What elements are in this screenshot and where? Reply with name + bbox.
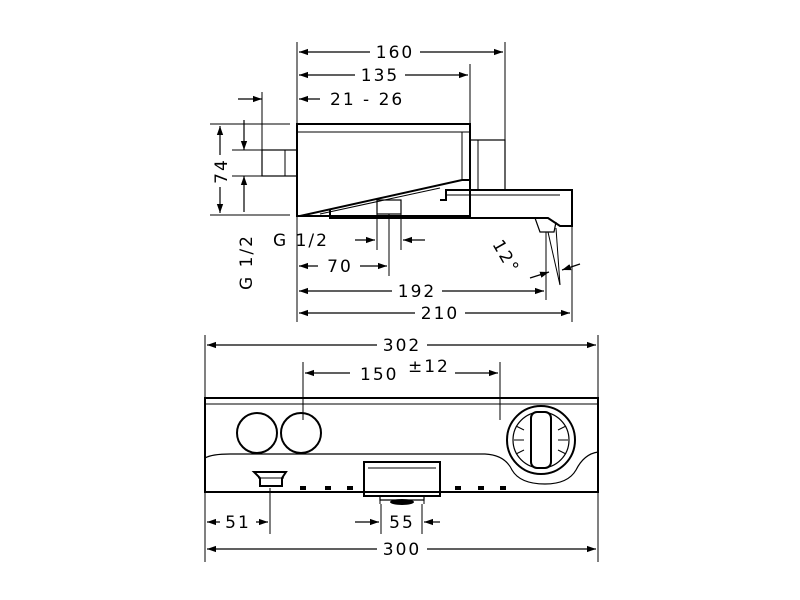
dim-74-bg [210, 155, 230, 187]
dim-210-label: 210 [421, 304, 459, 324]
mount-dot-6 [500, 486, 506, 490]
push-button-1[interactable] [236, 412, 278, 454]
mount-dot-4 [455, 486, 461, 490]
spout-aerator [534, 217, 557, 233]
dim-51-bg [220, 512, 256, 532]
temperature-knob[interactable] [506, 405, 576, 475]
mount-dot-5 [478, 486, 484, 490]
dim-300-label: 300 [383, 540, 421, 560]
dim-21-26-label: 21 - 26 [330, 90, 404, 110]
dim-55-bg [384, 512, 420, 532]
dim-51-label: 51 [225, 513, 251, 533]
thermostat-body [296, 123, 471, 217]
dim-74-label: 74 [212, 158, 232, 184]
body-slant-inner [319, 187, 441, 215]
dim-300-bg [377, 539, 427, 559]
knob-rib-1 [515, 425, 525, 431]
front-recess [204, 451, 599, 485]
angle-line-2 [555, 227, 561, 286]
knob-rib-6 [557, 449, 567, 455]
spout-aerator-front [390, 499, 414, 505]
dim-70-label: 70 [327, 257, 353, 277]
dim-70-bg [318, 256, 360, 276]
dim-302-bg [377, 335, 427, 355]
angle-line-1 [547, 231, 561, 286]
dim-135-bg [355, 65, 405, 85]
dim-tolerance-label: ±12 [408, 357, 450, 377]
dim-150-label: 150 [360, 365, 398, 385]
knob-side [469, 139, 506, 191]
angle-12-label: 12° [488, 237, 523, 278]
body-slant [297, 179, 470, 217]
dim-g12-outlet-label: G 1/2 [273, 231, 329, 251]
mount-dot-3 [347, 486, 353, 490]
dim-g12-vertical-label: G 1/2 [237, 234, 257, 290]
dim-55-label: 55 [389, 513, 415, 533]
spout-front [363, 461, 441, 497]
dim-160-label: 160 [376, 43, 414, 63]
push-button-2[interactable] [280, 412, 322, 454]
side-connector [251, 471, 288, 487]
knob-outer [506, 405, 576, 475]
dim-135-label: 135 [361, 66, 399, 86]
dim-160-bg [370, 42, 420, 62]
dim-302-label: 302 [383, 336, 421, 356]
outlet-connector [376, 199, 402, 215]
dim-210-bg [415, 303, 465, 323]
angle-arrow-left [529, 271, 550, 279]
dim-192-label: 192 [398, 282, 436, 302]
knob-grip [530, 411, 552, 469]
front-view: 302 150 ±12 [204, 335, 599, 562]
mount-dot-2 [325, 486, 331, 490]
knob-rib-3 [515, 449, 525, 455]
dim-192-bg [392, 281, 442, 301]
dim-150-bg [350, 356, 455, 382]
angle-arrow-right [561, 263, 581, 271]
inlet-connector [261, 149, 298, 177]
knob-rib-4 [557, 425, 567, 431]
mount-dot-1 [300, 486, 306, 490]
side-view: 160 135 21 - 26 74 G 1/2 [210, 42, 581, 324]
